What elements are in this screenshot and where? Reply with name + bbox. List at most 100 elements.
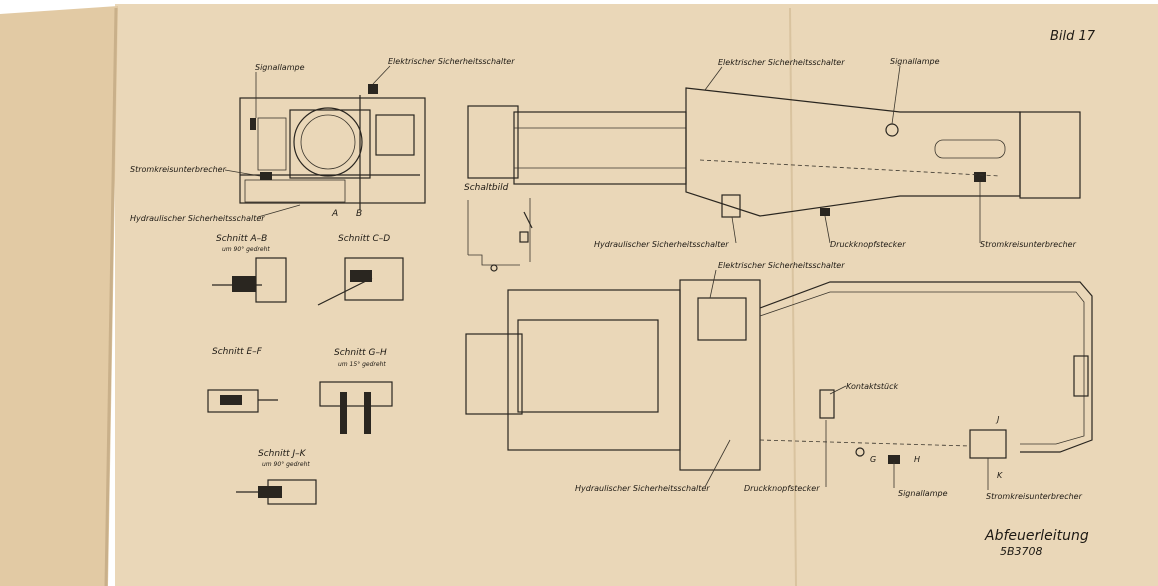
section-ef-body <box>220 395 242 405</box>
bottom-lamp <box>888 455 900 464</box>
section-letter-a: A <box>331 209 338 219</box>
label-signallampe-left: Signallampe <box>255 63 305 72</box>
section-gh-drawing <box>319 381 393 434</box>
leader-elektrischer-left <box>372 65 391 85</box>
leader-signallampe-top <box>891 65 901 125</box>
top-hydraulic <box>721 194 741 218</box>
label-stromkreis-left: Stromkreisunterbrecher <box>130 165 227 174</box>
bottom-rail <box>759 439 971 447</box>
section-jk-title: Schnitt J–K <box>258 449 307 459</box>
leader-hydraulischer-bottom <box>704 439 731 488</box>
top-breech-end <box>1019 111 1081 199</box>
section-cd-rod <box>317 277 373 306</box>
turret-housing <box>289 109 371 179</box>
section-letter-b: B <box>356 209 362 219</box>
section-ef-drawing <box>207 389 278 413</box>
section-ab-plate <box>255 257 287 303</box>
leader-druckknopf-top <box>824 215 831 244</box>
section-letter-j: J <box>995 415 1000 424</box>
bottom-barrel-front <box>465 333 523 415</box>
leader-hydraulischer-top <box>731 216 737 244</box>
section-gh-note: um 15° gedreht <box>338 361 386 368</box>
end-view-outline <box>239 97 426 204</box>
section-gh-pin-2 <box>364 392 371 434</box>
interrupter-housing <box>260 172 272 180</box>
schaltbild-circuit <box>467 198 533 272</box>
label-signallampe-bottom: Signallampe <box>898 489 948 498</box>
label-druckknopf-bottom: Druckknopfstecker <box>744 484 820 493</box>
centre-fold <box>789 7 797 586</box>
section-gh-pin-1 <box>340 392 347 434</box>
section-ef-box <box>207 389 259 413</box>
leader-hydraulischer-left <box>257 204 301 218</box>
section-jk-drawing <box>236 479 317 505</box>
drawing-number: 5B3708 <box>1000 545 1043 558</box>
circuit-lamp <box>519 231 529 243</box>
leader-elektrischer-bottom <box>709 269 717 299</box>
label-hydraulischer-left: Hydraulischer Sicherheitsschalter <box>130 214 265 223</box>
sheet-title: Abfeuerleitung <box>984 528 1089 544</box>
section-jk-note: um 90° gedreht <box>262 461 310 468</box>
bottom-cylinder <box>517 319 659 413</box>
section-letter-g: G <box>870 455 876 464</box>
label-elektrischer-top: Elektrischer Sicherheitsschalter <box>718 58 845 67</box>
page-fold <box>104 7 118 586</box>
bottom-switch-box <box>697 297 747 341</box>
switch-housing <box>368 84 378 94</box>
bottom-pipe-inner <box>759 291 1085 445</box>
label-signallampe-top: Signallampe <box>890 57 940 66</box>
schaltbild-title: Schaltbild <box>464 183 509 193</box>
top-button <box>820 208 830 216</box>
section-cd-body <box>350 270 372 282</box>
turret-ring <box>293 107 363 177</box>
section-ab-note: um 90° gedreht <box>222 246 270 253</box>
hatch-frame <box>257 117 287 171</box>
label-stromkreis-top: Stromkreisunterbrecher <box>980 240 1077 249</box>
turret-ring-inner <box>300 114 356 170</box>
section-ab-title: Schnitt A–B <box>216 234 267 244</box>
lamp-housing <box>250 118 256 130</box>
section-letter-h: H <box>914 455 920 464</box>
leader-elektrischer-top <box>704 66 723 91</box>
section-ab-body <box>232 276 256 292</box>
label-druckknopf-top: Druckknopfstecker <box>830 240 906 249</box>
label-elektrischer-left: Elektrischer Sicherheitsschalter <box>388 57 515 66</box>
bottom-pipe-joint <box>1073 355 1089 397</box>
top-slot <box>934 139 1006 159</box>
right-block <box>375 114 415 156</box>
section-gh-title: Schnitt G–H <box>334 348 387 358</box>
label-stromkreis-bottom: Stromkreisunterbrecher <box>986 492 1083 501</box>
leader-kontaktstueck <box>829 385 847 395</box>
circuit-line-2 <box>468 254 520 266</box>
section-gh-flange <box>319 381 393 407</box>
circuit-switch <box>523 211 533 229</box>
section-jk-body <box>258 486 282 498</box>
bottom-contact <box>819 389 835 419</box>
paper-left-page <box>0 6 118 586</box>
bottom-pipe <box>759 281 1093 453</box>
section-cd-box <box>344 257 404 301</box>
top-view <box>467 87 1081 218</box>
section-cd-drawing <box>317 257 404 306</box>
top-barrel-front <box>467 105 519 179</box>
top-cable <box>699 159 1001 177</box>
section-letter-k: K <box>997 471 1003 480</box>
label-kontaktstueck: Kontaktstück <box>846 382 899 391</box>
bottom-breech <box>679 279 761 471</box>
figure-number: Bild 17 <box>1050 29 1096 44</box>
section-ab-drawing <box>212 257 287 303</box>
circuit-contact <box>490 264 498 272</box>
bottom-frame <box>244 179 346 203</box>
section-cd-title: Schnitt C–D <box>338 234 390 244</box>
label-elektrischer-bottom: Elektrischer Sicherheitsschalter <box>718 261 845 270</box>
section-ef-title: Schnitt E–F <box>212 347 263 357</box>
leader-stromkreis-left <box>224 169 261 177</box>
label-hydraulischer-bottom: Hydraulischer Sicherheitsschalter <box>575 484 710 493</box>
paper-sheet <box>0 4 1158 586</box>
end-view <box>239 84 426 210</box>
top-breech-body <box>685 87 1021 217</box>
bottom-button <box>855 447 865 457</box>
top-interrupter <box>974 172 986 182</box>
paper-right <box>115 4 1158 586</box>
